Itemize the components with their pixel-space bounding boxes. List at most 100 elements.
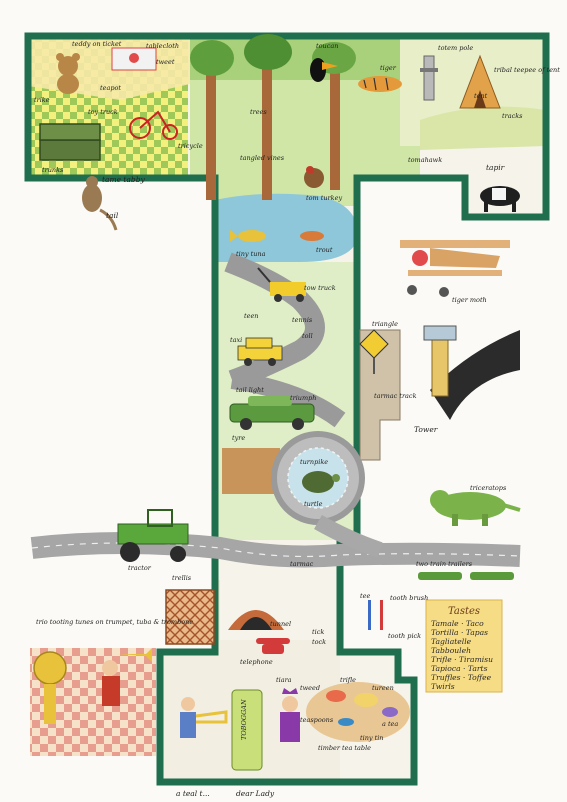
label-trio: trio tooting tunes on trumpet, tuba & tr…: [36, 618, 193, 626]
totem-icon: [420, 55, 438, 101]
toucan-icon: [310, 58, 338, 82]
label-toll: toll: [302, 332, 313, 340]
label-turnpike: turnpike: [300, 458, 328, 466]
fish-icon: [230, 230, 324, 242]
tastes-item: Truffles · Toffee: [431, 673, 492, 682]
label-trout: trout: [316, 246, 333, 254]
runway: [430, 330, 520, 420]
trellis-icon: [165, 589, 215, 645]
label-teapot: teapot: [100, 84, 121, 92]
label-tureen: tureen: [372, 684, 394, 692]
tuba-icon: [33, 651, 67, 724]
tastes-item: Tamale · Taco: [431, 619, 484, 628]
label-tail-light: tail light: [236, 386, 264, 394]
label-tomahawk: tomahawk: [408, 156, 442, 164]
label-trees: trees: [250, 108, 267, 116]
tiger-icon: [358, 76, 402, 92]
label-triangle: triangle: [372, 320, 398, 328]
turtle-icon: [302, 471, 340, 493]
label-tarmac: tarmac: [290, 560, 314, 568]
tapir-icon: [480, 186, 520, 212]
letter-t-border: [24, 32, 550, 786]
label-tennis: tennis: [292, 316, 313, 324]
tow-truck-icon: [257, 267, 306, 302]
label-tweed: tweed: [300, 684, 320, 692]
tastes-item: Trifle · Tiramisu: [431, 655, 493, 664]
teddy-icon: [56, 53, 80, 94]
label-tangled-vines: tangled vines: [240, 154, 285, 162]
label-tooth-pick: tooth pick: [388, 632, 421, 640]
label-taxi: taxi: [230, 336, 242, 344]
label-tiny-tuna: tiny tuna: [236, 250, 266, 258]
label-teen: teen: [244, 312, 259, 320]
main-road: [30, 532, 521, 568]
label-teddy: teddy on ticket: [72, 40, 122, 48]
label-tractor: tractor: [128, 564, 152, 572]
tower-icon: [423, 325, 457, 397]
label-triceratops: triceratops: [470, 484, 507, 492]
label-triumph: triumph: [290, 394, 317, 402]
label-a-tea: a tea: [382, 720, 398, 728]
label-totem: totem pole: [438, 44, 473, 52]
label-tapir: tapir: [486, 163, 505, 172]
triangle-sign-icon: [359, 329, 389, 374]
label-toboggan: TOBOGGAN: [240, 699, 248, 740]
label-bottom-b: dear Lady: [236, 789, 275, 798]
label-tick: tick: [312, 628, 324, 636]
label-toy-truck: toy truck: [88, 108, 118, 116]
tricycle-icon: [129, 110, 178, 140]
label-tyre: tyre: [232, 434, 245, 442]
handwritten-labels: teddy on ticket tablecloth teapot tweet …: [34, 40, 560, 798]
label-track: tracks: [502, 112, 523, 120]
tastes-item: Tabbouleh: [431, 646, 471, 655]
label-trellis: trellis: [172, 574, 192, 582]
teepee-icon: [459, 54, 501, 109]
label-tom-turkey: tom turkey: [306, 194, 342, 202]
telephone-icon: [256, 638, 290, 654]
trombone-icon: [180, 697, 228, 738]
label-teaspoons: teaspoons: [300, 716, 334, 724]
label-tow-truck: tow truck: [304, 284, 336, 292]
label-tock: tock: [312, 638, 326, 646]
tastes-note: Tastes Tamale · Taco Tortilla · Tapas Ta…: [425, 599, 503, 693]
label-tea-table: timber tea table: [318, 744, 371, 752]
tunnel-icon: [228, 610, 284, 630]
triceratops-icon: [430, 490, 521, 526]
label-tunnel: tunnel: [270, 620, 291, 628]
vegetable-garden: [222, 448, 280, 494]
turkey-icon: [304, 166, 324, 188]
tiara-icon: [280, 688, 300, 742]
label-tail: tail: [106, 211, 119, 220]
tastes-item: Tapioca · Tarts: [431, 664, 488, 673]
trumpet-icon: [102, 648, 152, 706]
tastes-item: Tagliatelle: [431, 637, 472, 646]
label-tame-tabby: tame tabby: [102, 175, 146, 184]
biplane-icon: [400, 240, 510, 297]
label-trunks: trunks: [42, 166, 64, 174]
label-tiny-tin: tiny tin: [360, 734, 384, 742]
label-tricycle: tricycle: [178, 142, 203, 150]
tastes-title: Tastes: [448, 606, 480, 617]
label-trike: trike: [34, 96, 50, 104]
train-trailers-icon: [418, 572, 514, 580]
pond: [215, 193, 358, 266]
trunks-icon: [39, 123, 101, 161]
tablecloth-icon: [111, 47, 157, 71]
label-telephone: telephone: [240, 658, 273, 666]
label-tooth-brush: tooth brush: [390, 594, 428, 602]
label-tower: Tower: [414, 425, 438, 434]
label-tiger: tiger: [380, 64, 397, 72]
tabby-icon: [82, 176, 118, 231]
label-tent: tent: [474, 92, 488, 100]
label-teepees: tribal teepee of tent: [494, 66, 560, 74]
label-tiger-moth: tiger moth: [452, 296, 487, 304]
label-tee: tee: [360, 592, 370, 600]
label-bottom-a: a teal t...: [176, 789, 210, 798]
label-tablecloth: tablecloth: [146, 42, 179, 50]
label-turtle: turtle: [304, 500, 323, 508]
label-tarmac-track: tarmac track: [374, 392, 417, 400]
label-trifle: trifle: [340, 676, 356, 684]
tastes-item: Tortilla · Tapas: [431, 628, 488, 637]
taxi-icon: [237, 337, 283, 366]
